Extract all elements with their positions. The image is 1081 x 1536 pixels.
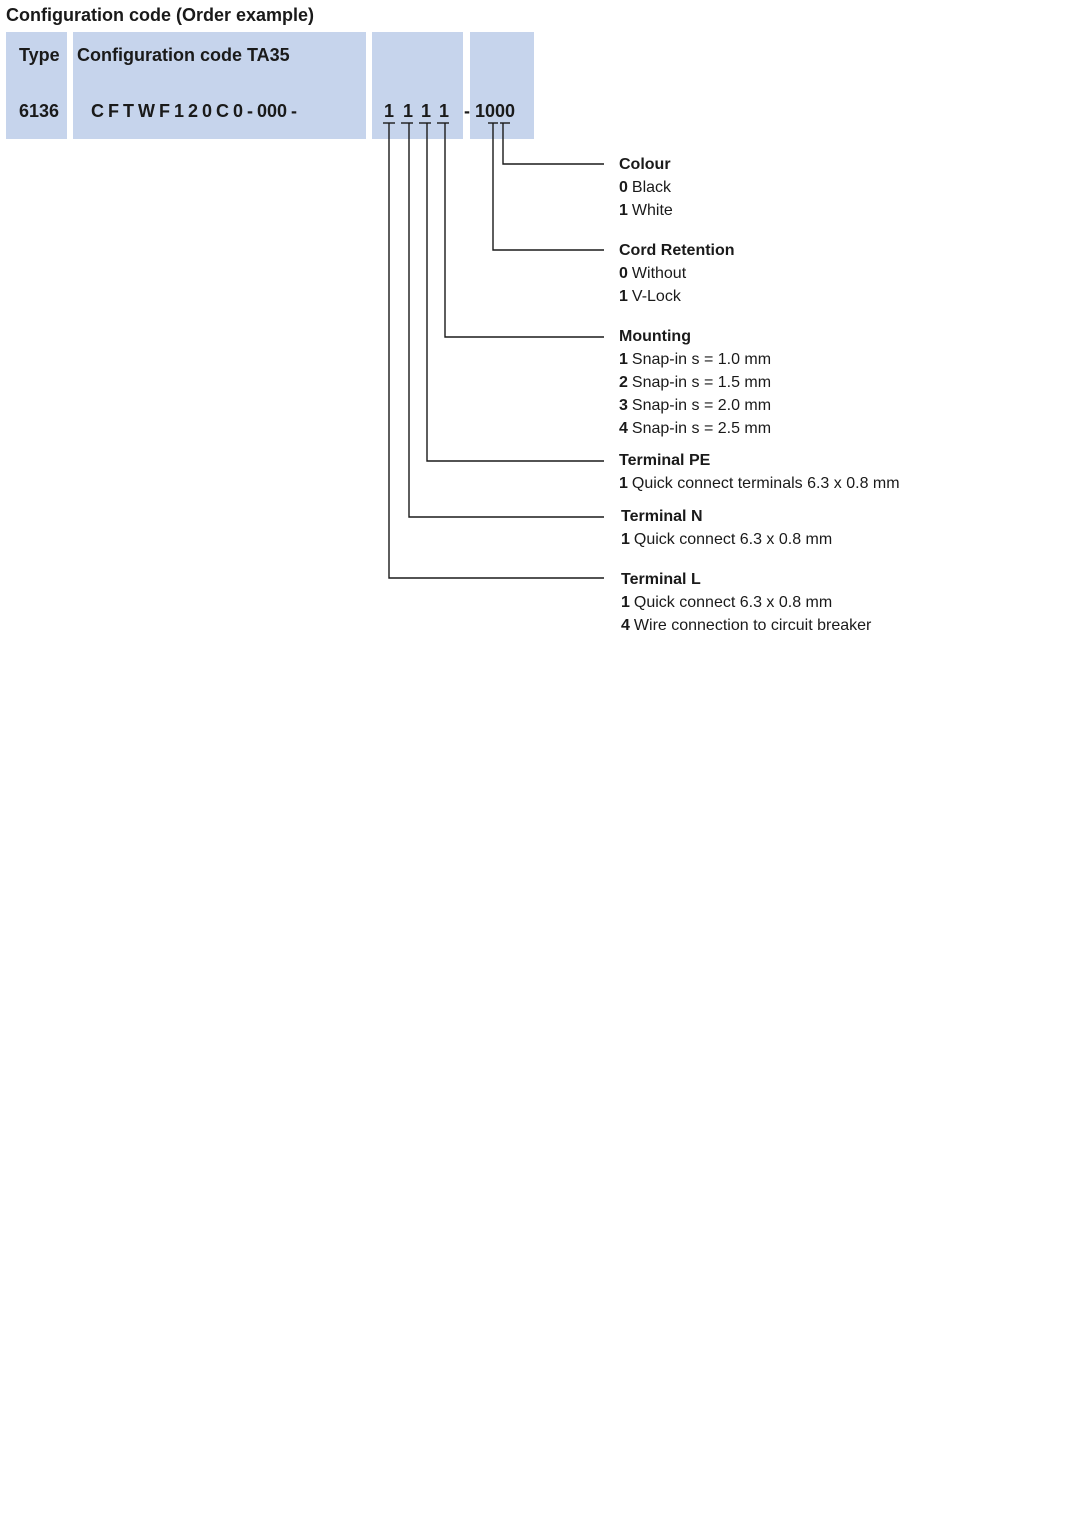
page-heading: Configuration code (Order example): [6, 5, 315, 25]
type-cell: [6, 32, 67, 139]
suffix-code-cell: [470, 32, 534, 139]
config-code-suffix: - 1000: [464, 101, 516, 121]
legend-title: Terminal PE: [619, 452, 711, 469]
legend-title: Cord Retention: [619, 242, 735, 259]
config-code-header: Configuration code TA35: [77, 45, 290, 65]
config-code-base: C F T W F 1 2 0 C 0 - 000 -: [91, 101, 298, 121]
mounting-digit: 1: [439, 101, 450, 121]
type-value: 6136: [19, 101, 60, 121]
terminal-l-digit: 1: [384, 101, 395, 121]
legend-title: Terminal N: [621, 508, 703, 525]
terminal-pe-digit: 1: [421, 101, 432, 121]
type-header: Type: [19, 45, 60, 65]
terminal-n-digit: 1: [403, 101, 414, 121]
options-code-cell: [372, 32, 463, 139]
legend-title: Mounting: [619, 328, 691, 345]
connector-lines: [383, 122, 604, 579]
config-code-cell: [73, 32, 366, 139]
legend-title: Colour: [619, 156, 671, 173]
legend-title: Terminal L: [621, 571, 701, 588]
